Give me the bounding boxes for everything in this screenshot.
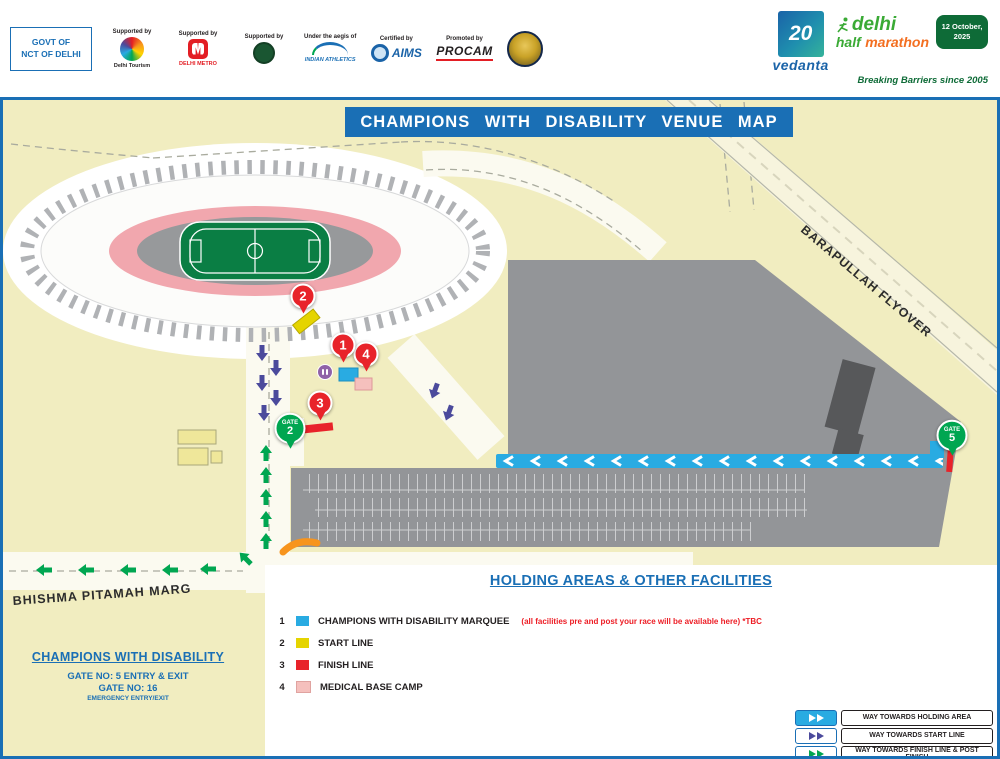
- finish-way-arrows-icon: [795, 746, 837, 756]
- ways-table: WAY TOWARDS HOLDING AREA WAY TOWARDS STA…: [795, 710, 993, 756]
- delhi-tourism-logo-icon: [120, 36, 144, 61]
- govt-line2: NCT OF DELHI: [21, 48, 81, 59]
- legend-items: 1 CHAMPIONS WITH DISABILITY MARQUEE (all…: [277, 610, 762, 698]
- runner-icon: [837, 17, 848, 33]
- pin-1-marquee: 1: [330, 332, 356, 358]
- indian-athletics-logo-icon: [312, 42, 349, 55]
- stadium: [20, 160, 490, 342]
- sponsor-delhi-metro: Supported by DELHI METRO: [178, 30, 218, 67]
- gate-2-marker: GATE 2: [274, 412, 306, 444]
- event-brand: 20 vedanta delhi half marathon 12 Octobe: [772, 11, 990, 86]
- green-org-logo-icon: [253, 41, 275, 64]
- small-buildings: [177, 429, 223, 466]
- start-way-arrows-icon: [795, 728, 837, 744]
- holding-way-arrows-icon: [795, 710, 837, 726]
- gate5-info: GATE NO: 5 ENTRY & EXIT: [67, 671, 189, 682]
- medical-color-swatch: [296, 681, 311, 693]
- sponsor-indian-athletics: Under the aegis of INDIAN ATHLETICS: [304, 34, 357, 63]
- gate-5-marker: GATE 5: [936, 419, 968, 451]
- header: GOVT OF NCT OF DELHI Supported by Delhi …: [0, 0, 1000, 97]
- sponsor-aims: Certified by AIMS: [370, 36, 422, 62]
- legend-item-start-line: 2 START LINE: [279, 637, 374, 649]
- legend-item-medical-base-camp: 4 MEDICAL BASE CAMP: [279, 681, 423, 693]
- legend-panel: HOLDING AREAS & OTHER FACILITIES 1 CHAMP…: [265, 565, 997, 756]
- aims-roundel-icon: [370, 43, 389, 62]
- turn-highlight: [279, 538, 321, 556]
- delhi-metro-logo-icon: [188, 38, 208, 59]
- vedanta-wordmark: vedanta: [772, 57, 829, 73]
- cwd-info-title: CHAMPIONS WITH DISABILITY: [31, 650, 225, 664]
- medical-camp-shape: [354, 377, 373, 391]
- pin-4-medical-base-camp: 4: [353, 341, 379, 367]
- pin-3-finish-line: 3: [307, 390, 333, 416]
- building-block: [824, 359, 876, 461]
- chemical-toilet-map-icon: [317, 364, 333, 380]
- delhi-half-marathon-wordmark: delhi half marathon: [836, 11, 929, 51]
- venue-map-graphic: BARAPULLAH FLYOVER BHISHMA PITAMAH MARG: [3, 100, 997, 608]
- way-row-start: WAY TOWARDS START LINE: [795, 728, 993, 744]
- finish-line-shape: [300, 422, 334, 434]
- gate-info-block: CHAMPIONS WITH DISABILITY GATE NO: 5 ENT…: [19, 650, 237, 702]
- venue-map: BARAPULLAH FLYOVER BHISHMA PITAMAH MARG …: [0, 97, 1000, 759]
- event-date-box: 12 October, 2025: [936, 15, 988, 49]
- legend-item-marquee: 1 CHAMPIONS WITH DISABILITY MARQUEE (all…: [279, 615, 762, 627]
- emergency-info: EMERGENCY ENTRY/EXIT: [87, 695, 169, 702]
- start-color-swatch: [296, 638, 309, 648]
- sponsor-green-org: Supported by: [238, 34, 290, 64]
- legend-item-finish-line: 3 FINISH LINE: [279, 659, 374, 671]
- sponsor-procam: Promoted by PROCAM: [436, 36, 493, 61]
- aims-logo: AIMS: [370, 43, 422, 62]
- marquee-shape: [338, 367, 359, 382]
- dhm-line2: half marathon: [835, 34, 929, 50]
- marquee-color-swatch: [296, 616, 309, 626]
- dhm-line1: delhi: [836, 15, 929, 34]
- barapullah-flyover-band: [665, 100, 997, 395]
- diagonal-access-road: [387, 334, 505, 460]
- brand-tagline: Breaking Barriers since 2005: [857, 75, 988, 86]
- brand-row: 20 vedanta delhi half marathon 12 Octobe: [772, 11, 988, 73]
- way-row-holding: WAY TOWARDS HOLDING AREA: [795, 710, 993, 726]
- map-title-banner: CHAMPIONS WITH DISABILITY VENUE MAP: [345, 107, 793, 137]
- legend-title: HOLDING AREAS & OTHER FACILITIES: [489, 573, 773, 589]
- way-row-finish: WAY TOWARDS FINISH LINE & POST FINISH: [795, 746, 993, 756]
- vedanta-block: 20 vedanta: [772, 11, 828, 73]
- athletics-federation-badge-icon: [506, 30, 543, 67]
- gate16-info: GATE NO: 16: [98, 683, 158, 694]
- govt-line1: GOVT OF: [31, 37, 71, 48]
- sponsor-delhi-tourism: Supported by Delhi Tourism: [112, 28, 152, 69]
- vedanta-20-badge: 20: [777, 11, 824, 57]
- finish-color-swatch: [296, 660, 309, 670]
- parking-rows: [303, 474, 805, 493]
- pin-2-start-line: 2: [290, 283, 316, 309]
- govt-nct-delhi-box: GOVT OF NCT OF DELHI: [10, 26, 92, 71]
